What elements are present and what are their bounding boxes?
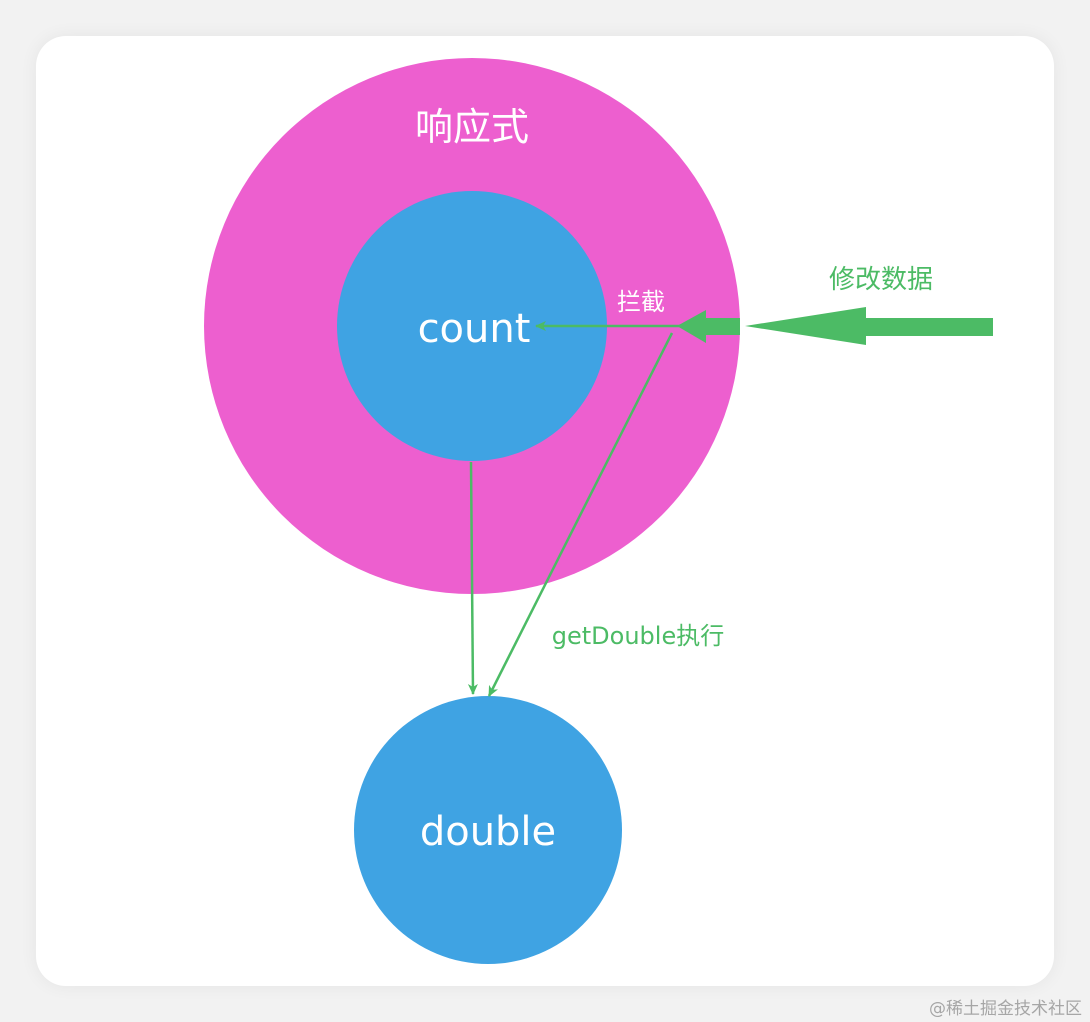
watermark: @稀土掘金技术社区 xyxy=(929,999,1082,1019)
modify-data-label: 修改数据 xyxy=(829,265,933,295)
count-to-double-arrow xyxy=(467,461,478,695)
intercept-arrow-head xyxy=(677,310,740,343)
intercept-label: 拦截 xyxy=(617,288,665,316)
modify-data-arrow xyxy=(745,307,993,345)
double-label: double xyxy=(420,809,556,855)
get-double-arrow xyxy=(487,332,674,697)
reactive-label: 响应式 xyxy=(415,105,529,149)
get-double-exec-label: getDouble执行 xyxy=(552,622,724,650)
count-label: count xyxy=(418,306,531,352)
double-circle xyxy=(354,696,622,964)
count-circle xyxy=(337,191,607,461)
